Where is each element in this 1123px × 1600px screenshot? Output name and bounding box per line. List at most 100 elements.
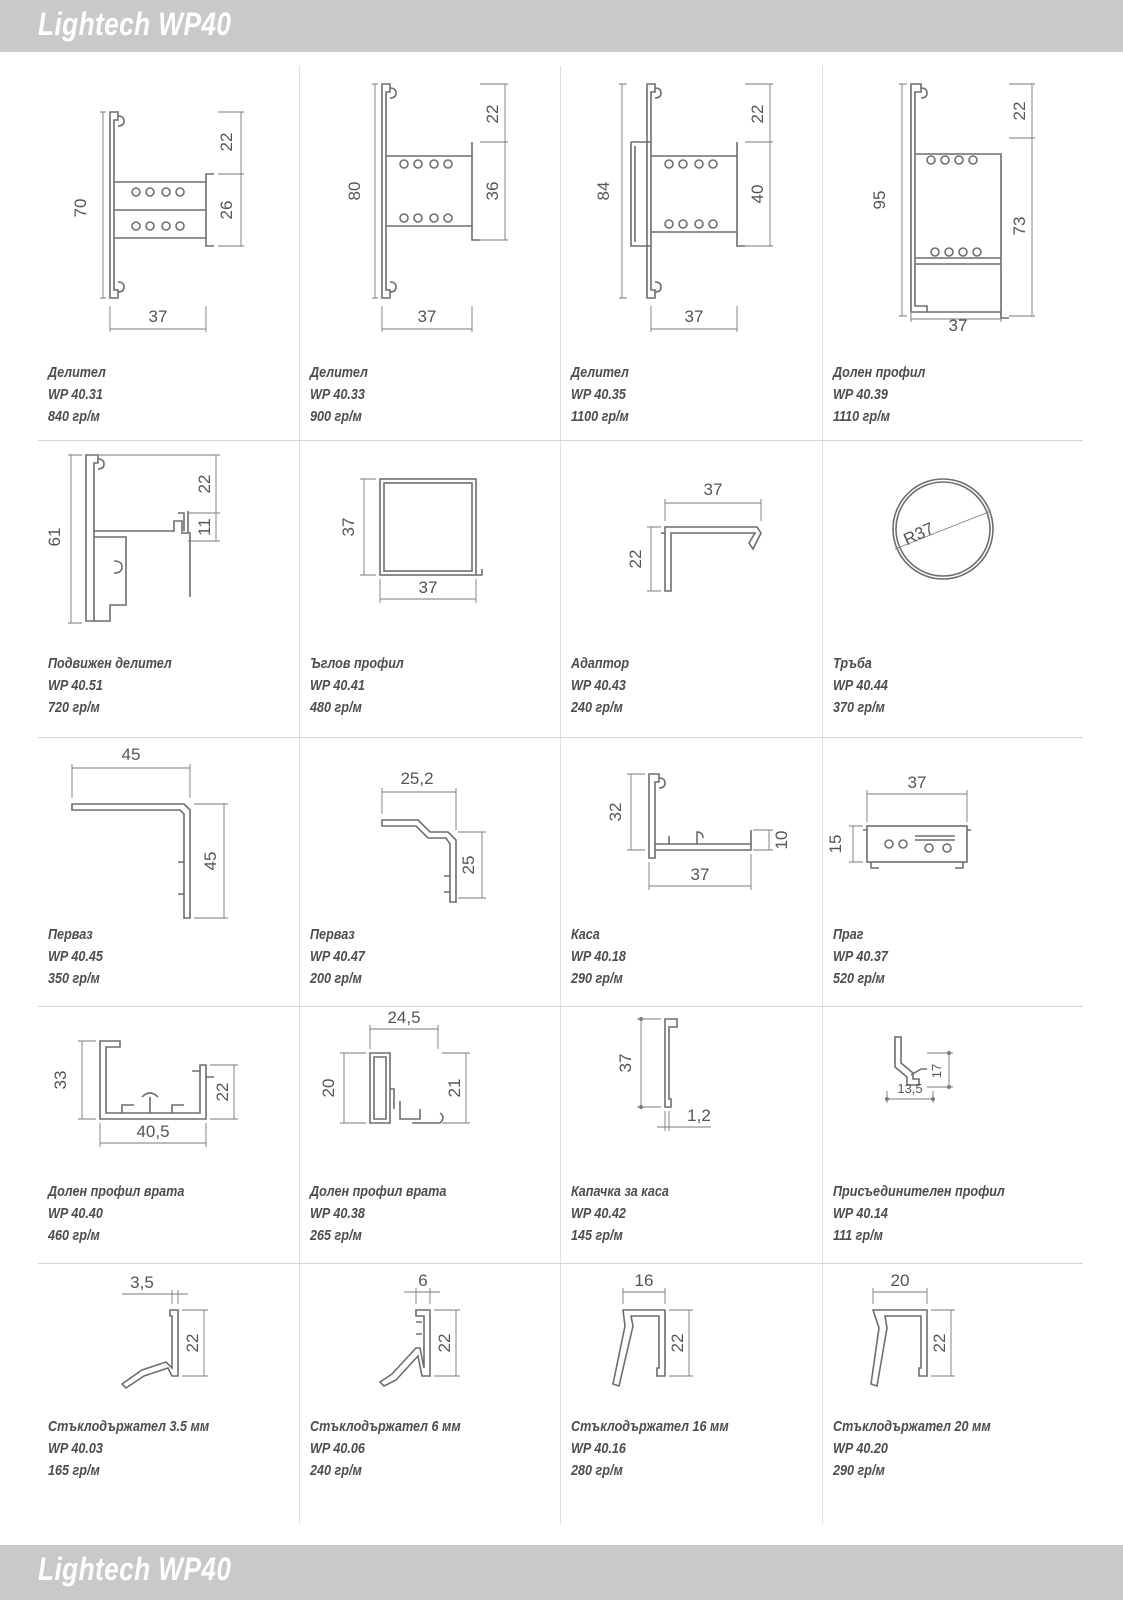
dimension-label: 6	[418, 1271, 427, 1290]
profile-card: 84 22 40 37 Делител WP 40.35 1100 гр/м	[560, 66, 822, 440]
profile-drawing: 95 22 73 37	[823, 66, 1084, 356]
dimension-label: 95	[870, 191, 889, 210]
profile-code: WP 40.14	[832, 1205, 888, 1222]
profile-name: Делител	[309, 364, 368, 381]
dimension-label: 26	[217, 201, 236, 220]
dimension-label: 1,2	[687, 1106, 711, 1125]
profile-code: WP 40.16	[571, 1440, 626, 1457]
profile-weight: 265 гр/м	[309, 1227, 362, 1244]
profile-name: Тръба	[832, 655, 872, 672]
profile-card: 70 22 26 37 Делител WP 40.31 840 гр/м	[38, 66, 299, 440]
dimension-label: 22	[483, 105, 502, 124]
profile-drawing: 84 22 40 37	[561, 66, 822, 356]
profile-caption: Присъединителен профил WP 40.14 111 гр/м	[833, 1181, 1005, 1247]
profile-card: 6 22 Стъклодържател 6 мм WP 40.06 240 гр…	[298, 1264, 561, 1524]
profile-drawing: 37 1,2	[561, 1007, 822, 1187]
profile-weight: 280 гр/м	[571, 1462, 623, 1479]
profile-name: Делител	[571, 364, 629, 381]
profile-weight: 240 гр/м	[309, 1462, 362, 1479]
profile-caption: Перваз WP 40.47 200 гр/м	[310, 924, 365, 990]
dimension-label: 22	[626, 550, 645, 569]
header-title: Lightech WP40	[38, 6, 232, 42]
profile-code: WP 40.51	[48, 677, 103, 694]
dimension-label: 37	[616, 1054, 635, 1073]
profile-drawing: 3,5 22	[38, 1264, 299, 1444]
profile-card: 37 22 Адаптор WP 40.43 240 гр/м	[560, 441, 822, 737]
dimension-label: 25,2	[400, 769, 433, 788]
profile-card: 33 22 40,5 Долен профил врата WP 40.40 4…	[38, 1007, 299, 1263]
profile-weight: 240 гр/м	[571, 699, 623, 716]
profile-code: WP 40.06	[309, 1440, 365, 1457]
profile-weight: 111 гр/м	[832, 1227, 883, 1244]
dimension-label: 80	[345, 182, 364, 201]
profile-code: WP 40.45	[48, 948, 103, 965]
profile-card: R37 Тръба WP 40.44 370 гр/м	[821, 441, 1084, 737]
profile-code: WP 40.42	[571, 1205, 626, 1222]
profile-caption: Каса WP 40.18 290 гр/м	[571, 924, 626, 990]
profile-code: WP 40.40	[48, 1205, 103, 1222]
profile-drawing: 16 22	[561, 1264, 822, 1444]
profile-weight: 900 гр/м	[309, 408, 362, 425]
dimension-label: 22	[183, 1334, 202, 1353]
dimension-label: 37	[685, 307, 704, 326]
dimension-label: 40	[748, 185, 767, 204]
dimension-label: 22	[213, 1083, 232, 1102]
dimension-label: 25	[459, 856, 478, 875]
dimension-label: 37	[704, 480, 723, 499]
profile-code: WP 40.47	[309, 948, 365, 965]
dimension-label: 37	[691, 865, 710, 884]
dimension-label: 17	[929, 1064, 944, 1078]
profile-weight: 720 гр/м	[48, 699, 100, 716]
catalog-row-3: 45 45 Перваз WP 40.45 350 гр/м 25,2 25	[38, 738, 1083, 1007]
dimension-label: 37	[907, 773, 926, 792]
profile-weight: 370 гр/м	[832, 699, 885, 716]
profile-caption: Делител WP 40.33 900 гр/м	[310, 362, 368, 428]
profile-code: WP 40.37	[832, 948, 888, 965]
profile-code: WP 40.38	[309, 1205, 365, 1222]
profile-code: WP 40.41	[309, 677, 365, 694]
profile-drawing: 70 22 26 37	[38, 66, 299, 356]
dimension-label: 10	[772, 831, 791, 850]
dimension-label: 3,5	[130, 1273, 154, 1292]
dimension-label: 15	[826, 835, 845, 854]
dimension-label: R37	[900, 519, 936, 549]
profile-caption: Долен профил врата WP 40.40 460 гр/м	[48, 1181, 184, 1247]
profile-card: 37 37 Ъглов профил WP 40.41 480 гр/м	[298, 441, 561, 737]
profile-weight: 460 гр/м	[48, 1227, 100, 1244]
profile-drawing: 37 15	[823, 738, 1084, 928]
profile-name: Перваз	[48, 926, 93, 943]
profile-name: Праг	[832, 926, 864, 943]
dimension-label: 22	[435, 1334, 454, 1353]
profile-card: 80 22 36 37 Делител WP 40.33 900 гр/м	[298, 66, 561, 440]
profile-code: WP 40.31	[48, 386, 103, 403]
profile-drawing: 37 37	[300, 441, 561, 651]
profile-drawing: 17 13,5	[823, 1007, 1084, 1187]
dimension-label: 45	[201, 852, 220, 871]
profile-caption: Долен профил врата WP 40.38 265 гр/м	[310, 1181, 446, 1247]
profile-card: 61 22 11 Подвижен делител WP 40.51 720 г…	[38, 441, 299, 737]
catalog-row-2: 61 22 11 Подвижен делител WP 40.51 720 г…	[38, 441, 1083, 738]
profile-card: 25,2 25 Перваз WP 40.47 200 гр/м	[298, 738, 561, 1006]
profile-caption: Стъклодържател 3.5 мм WP 40.03 165 гр/м	[48, 1416, 209, 1482]
profile-code: WP 40.33	[309, 386, 365, 403]
profile-code: WP 40.44	[832, 677, 888, 694]
dimension-label: 20	[319, 1079, 338, 1098]
dimension-label: 13,5	[897, 1081, 922, 1096]
profile-card: 20 22 Стъклодържател 20 мм WP 40.20 290 …	[821, 1264, 1084, 1524]
profile-caption: Адаптор WP 40.43 240 гр/м	[571, 653, 629, 719]
profile-weight: 1100 гр/м	[571, 408, 629, 425]
profile-name: Стъклодържател 20 мм	[832, 1418, 991, 1435]
dimension-label: 32	[606, 803, 625, 822]
dimension-label: 37	[418, 578, 437, 597]
dimension-label: 84	[594, 182, 613, 201]
profile-drawing: 80 22 36 37	[300, 66, 561, 356]
profile-weight: 840 гр/м	[48, 408, 100, 425]
profile-card: 17 13,5 Присъединителен профил WP 40.14 …	[821, 1007, 1084, 1263]
dimension-label: 73	[1010, 217, 1029, 236]
profile-caption: Стъклодържател 20 мм WP 40.20 290 гр/м	[833, 1416, 991, 1482]
profile-drawing: 25,2 25	[300, 738, 561, 928]
profile-weight: 1110 гр/м	[832, 408, 890, 425]
profile-weight: 480 гр/м	[309, 699, 362, 716]
profile-name: Ъглов профил	[309, 655, 404, 672]
profile-caption: Стъклодържател 6 мм WP 40.06 240 гр/м	[310, 1416, 461, 1482]
